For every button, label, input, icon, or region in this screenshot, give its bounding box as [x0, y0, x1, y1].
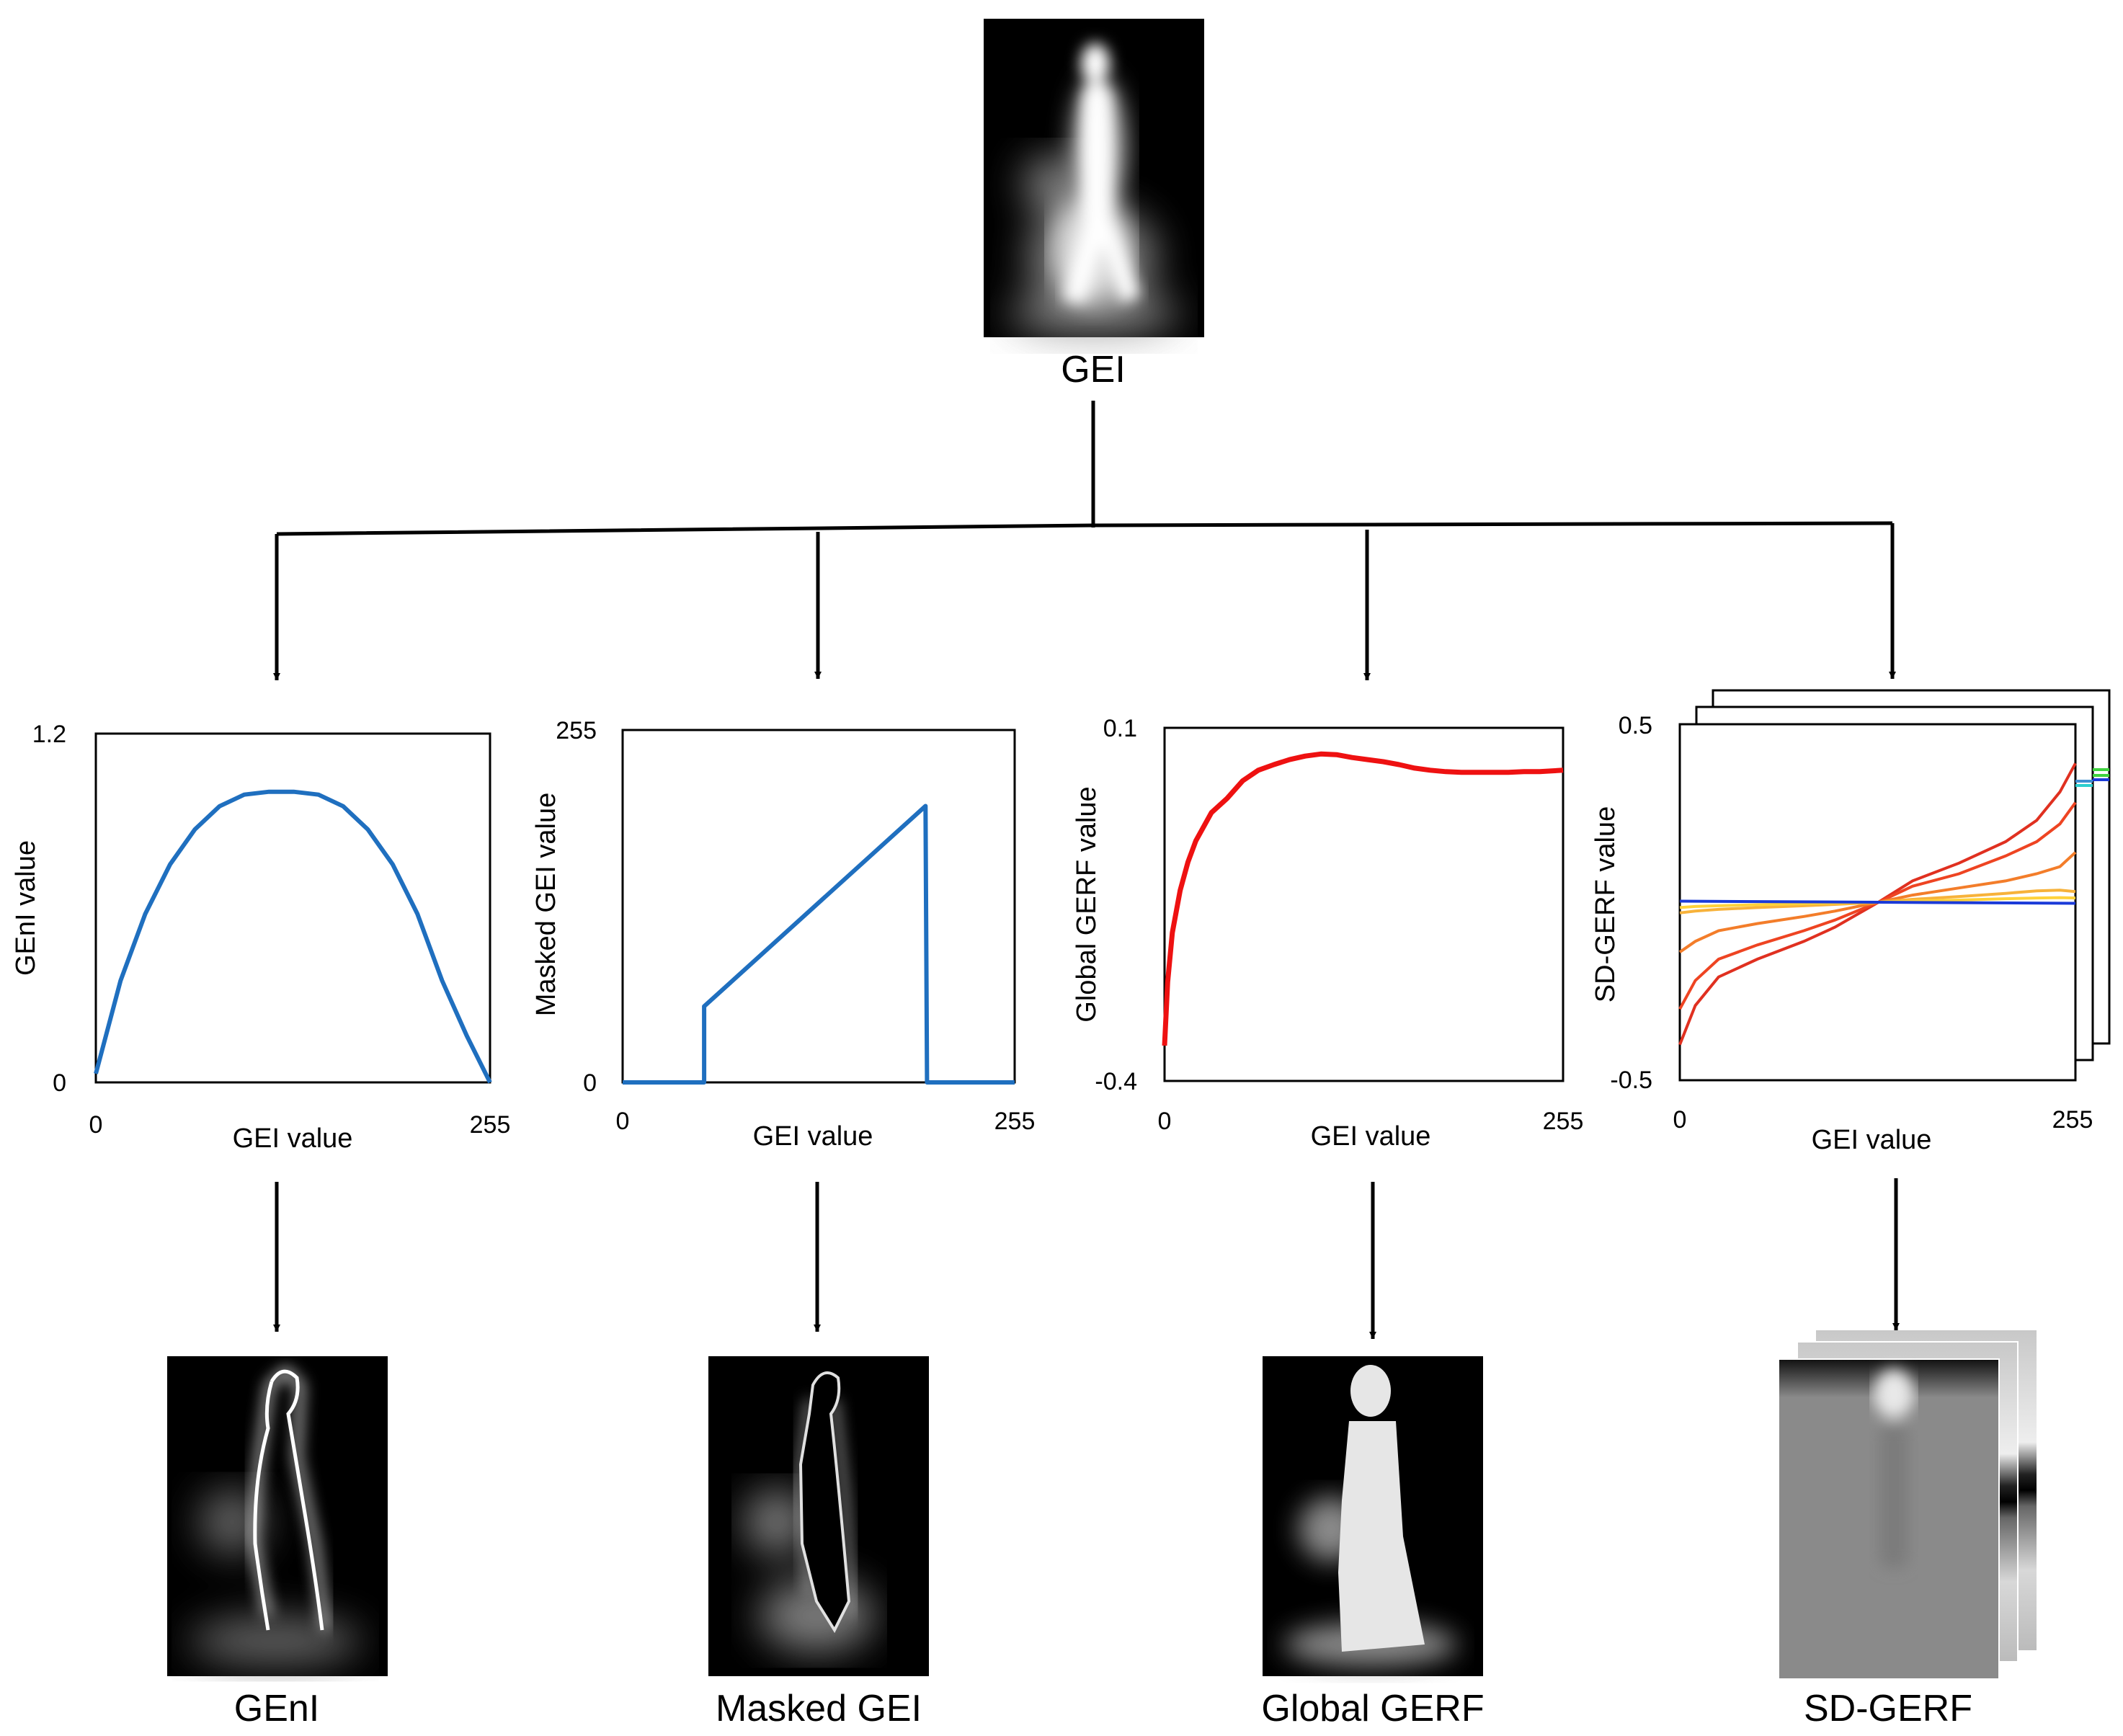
- chart-sd-gerf: 0.5 -0.5 0 255 GEI value SD-GERF value: [1590, 689, 2111, 1155]
- x-max-label: 255: [2052, 1106, 2093, 1134]
- global-gerf-image: [1263, 1356, 1483, 1676]
- y-axis-label: Global GERF value: [1072, 786, 1102, 1022]
- y-axis-label: SD-GERF value: [1590, 806, 1621, 1002]
- y-axis-label: GEnI value: [11, 840, 41, 976]
- y-max-label: 0.5: [1619, 712, 1652, 739]
- plot-frame: [1163, 726, 1565, 1082]
- gei-label: GEI: [1061, 349, 1126, 391]
- geni-image: [167, 1356, 388, 1676]
- y-max-label: 255: [556, 717, 597, 744]
- global-gerf-output-label: Global GERF: [1261, 1688, 1484, 1730]
- x-min-label: 0: [1673, 1106, 1687, 1134]
- x-axis-label: GEI value: [1812, 1125, 1932, 1155]
- masked-series-line: [623, 804, 1015, 1085]
- x-axis-label: GEI value: [1311, 1121, 1431, 1152]
- x-axis-label: GEI value: [233, 1123, 353, 1154]
- tree-connectors: [273, 401, 1896, 680]
- x-min-label: 0: [616, 1108, 630, 1135]
- y-min-label: -0.5: [1610, 1067, 1652, 1094]
- x-max-label: 255: [1543, 1108, 1584, 1135]
- plot-frame: [621, 729, 1016, 1084]
- sd-series-lines: [1678, 762, 2077, 1046]
- y-min-label: 0: [583, 1069, 597, 1097]
- x-max-label: 255: [470, 1111, 511, 1139]
- chart-geni: 1.2 0 0 255 GEI value GEnI value: [11, 721, 510, 1154]
- chart-global-gerf: 0.1 -0.4 0 255 GEI value Global GERF val…: [1072, 715, 1583, 1152]
- stack-edge-lines: [2075, 768, 2109, 787]
- y-min-label: 0: [53, 1069, 66, 1097]
- geni-series-line: [94, 789, 492, 1084]
- global-series-line: [1162, 751, 1564, 1046]
- chart-masked-gei: 255 0 0 255 GEI value Masked GEI value: [531, 717, 1035, 1152]
- gei-image: [984, 19, 1204, 337]
- y-min-label: -0.4: [1095, 1068, 1137, 1095]
- x-min-label: 0: [1158, 1108, 1172, 1135]
- y-axis-label: Masked GEI value: [531, 793, 561, 1016]
- sd-series-line-5: [1679, 899, 2076, 905]
- y-max-label: 0.1: [1103, 715, 1137, 742]
- geni-output-label: GEnI: [234, 1688, 320, 1730]
- masked-gei-output-label: Masked GEI: [716, 1688, 922, 1730]
- y-max-label: 1.2: [32, 721, 66, 748]
- plot-frame: [94, 732, 491, 1084]
- x-max-label: 255: [994, 1108, 1036, 1135]
- masked-gei-image: [708, 1356, 929, 1676]
- x-min-label: 0: [89, 1111, 103, 1139]
- x-axis-label: GEI value: [753, 1121, 873, 1152]
- sd-gerf-image-stack: [1778, 1330, 2037, 1680]
- output-arrows: [273, 1178, 1900, 1339]
- sd-gerf-output-label: SD-GERF: [1804, 1688, 1972, 1730]
- sd-gerf-image-front: [1778, 1358, 2000, 1680]
